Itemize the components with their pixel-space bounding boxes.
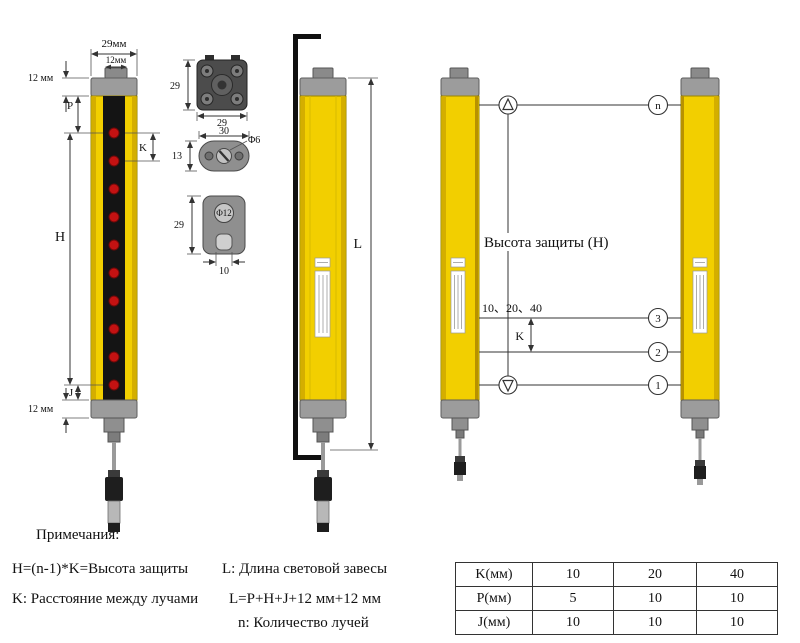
dim-j: J (62, 385, 89, 401)
dim-label-clamp-hole: Φ6 (248, 135, 260, 146)
beam-marker-3: 3 (655, 313, 661, 325)
beam-dot (108, 351, 120, 363)
note-n-definition: n: Количество лучей (238, 615, 369, 631)
beam-marker-2: 2 (655, 347, 661, 359)
notes-heading: Примечания: (36, 527, 120, 543)
beam-dot (108, 295, 120, 307)
cell-j-3: 10 (696, 610, 778, 635)
row-label-p: P(мм) (455, 586, 533, 611)
dim-cap-top-12: 12 мм (28, 61, 89, 112)
side-view-device (299, 67, 347, 532)
top-stud (104, 67, 128, 79)
device-body (299, 95, 347, 401)
dim-stud-12: 12мм (105, 55, 127, 70)
row-label-j: J(мм) (455, 610, 533, 635)
cell-k-3: 40 (696, 562, 778, 587)
beam-diagram: Высота защиты (H) 10、20、40 K n 3 2 1 (479, 94, 681, 396)
product-label (692, 257, 708, 334)
dim-h: H (55, 133, 103, 386)
top-cap (299, 77, 347, 97)
beam-dot (108, 239, 120, 251)
m12-connector (454, 456, 466, 481)
spacing-spec-table: K(мм) 10 20 40 P(мм) 5 10 10 J(мм) 10 10… (455, 562, 778, 635)
m12-connector (694, 460, 706, 485)
row-label-k: K(мм) (455, 562, 533, 587)
dim-label-12mm-stud: 12мм (106, 55, 127, 65)
beam-dot (108, 211, 120, 223)
dim-label-cap-top: 12 мм (28, 73, 54, 84)
dim-label-l: L (353, 237, 362, 252)
beam-dot (108, 127, 120, 139)
dim-label-p: P (67, 100, 73, 112)
dim-label-j: J (69, 387, 74, 399)
mounting-bracket-plate: Φ12 29 10 (174, 195, 246, 277)
table-row: K(мм) 10 20 40 (455, 562, 778, 587)
cell-k-2: 20 (613, 562, 697, 587)
wall-mount-profile (293, 34, 321, 460)
top-cap (90, 77, 138, 97)
dim-label-plate-slot: 10 (219, 266, 229, 277)
beam-dot (108, 183, 120, 195)
dim-p: P (64, 96, 103, 134)
mounting-bracket-clamp: 30 13 Φ6 (172, 126, 260, 172)
dim-label-clamp-h: 13 (172, 151, 182, 162)
cell-p-1: 5 (532, 586, 614, 611)
dim-label-square-h: 29 (170, 81, 180, 92)
beam-dot (108, 379, 120, 391)
mounting-bracket-square: 29 29 (170, 55, 248, 129)
note-k-definition: K: Расстояние между лучами (12, 591, 199, 607)
beam-number-markers: n 3 2 1 (647, 94, 669, 396)
table-row: P(мм) 5 10 10 (455, 586, 778, 611)
dim-label-plate-h: 29 (174, 220, 184, 231)
note-l-definition: L: Длина световой завесы (222, 561, 388, 577)
cell-j-2: 10 (613, 610, 697, 635)
dim-cap-bottom-12: 12 мм (28, 388, 89, 433)
protection-height-label: Высота защиты (H) (484, 235, 609, 251)
cable-gland (312, 417, 334, 433)
beam-dot (108, 155, 120, 167)
cell-p-3: 10 (696, 586, 778, 611)
dim-label-square-w: 29 (217, 118, 227, 129)
beam-spacing-options: 10、20、40 (482, 301, 542, 315)
cell-p-2: 10 (613, 586, 697, 611)
cable-gland (103, 417, 125, 433)
front-view-device (90, 67, 138, 532)
bottom-cap (299, 399, 347, 419)
beam-dot (108, 267, 120, 279)
dim-label-29mm: 29мм (102, 38, 127, 50)
m12-connector (105, 470, 123, 532)
note-h-formula: H=(n-1)*K=Высота защиты (12, 561, 189, 577)
table-row: J(мм) 10 10 10 (455, 610, 778, 635)
emitter-device (440, 67, 480, 481)
dim-label-k-beams: K (515, 329, 524, 343)
dim-label-h: H (55, 230, 65, 245)
note-l-formula: L=P+H+J+12 мм+12 мм (229, 591, 381, 607)
receiver-device (680, 67, 720, 485)
cell-j-1: 10 (532, 610, 614, 635)
cell-k-1: 10 (532, 562, 614, 587)
beam-dot (108, 323, 120, 335)
m12-connector (314, 470, 332, 532)
dim-l: L (330, 77, 378, 451)
top-stud (312, 67, 334, 79)
product-label (314, 257, 331, 338)
dim-label-clamp-w: 30 (219, 126, 229, 137)
dim-width-29: 29мм (90, 38, 138, 76)
product-label (450, 257, 466, 334)
dim-label-k: K (139, 142, 147, 154)
beam-indicators (108, 127, 120, 391)
beam-marker-n: n (655, 100, 661, 112)
dim-label-plate-hole: Φ12 (216, 208, 232, 218)
beam-marker-1: 1 (655, 380, 661, 392)
dim-label-cap-bottom: 12 мм (28, 404, 54, 415)
bottom-cap (90, 399, 138, 419)
dim-k-front: K (125, 132, 160, 162)
